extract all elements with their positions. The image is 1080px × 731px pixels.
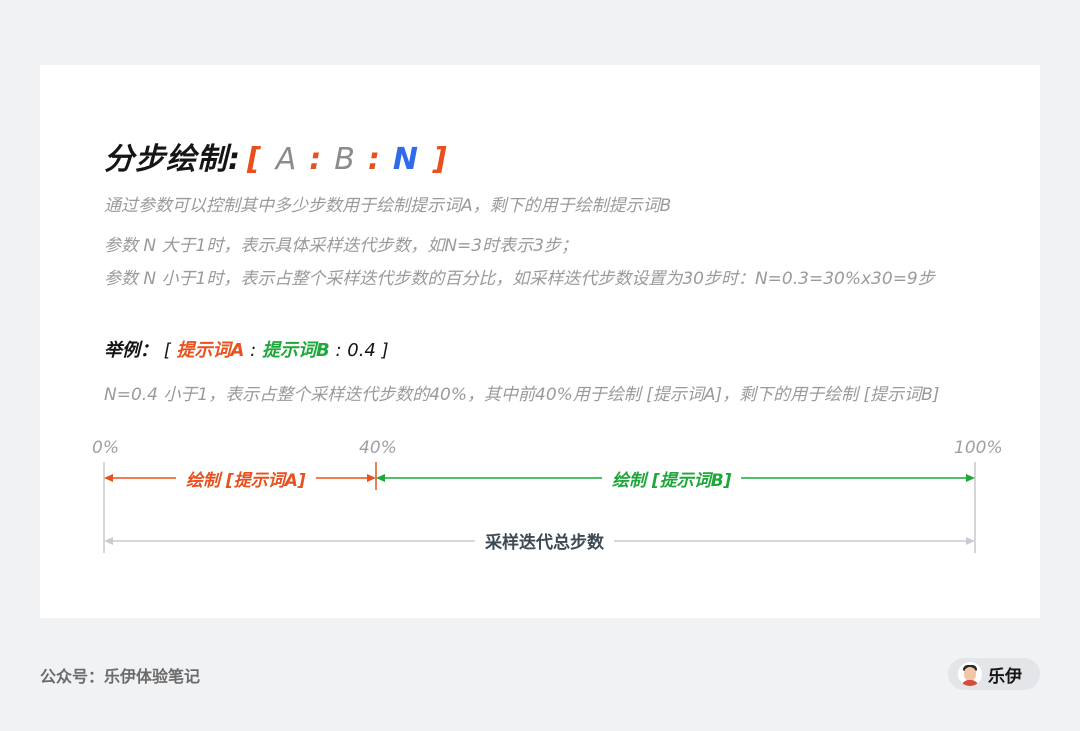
title-param-a: A [275, 142, 298, 177]
total-arrowhead-right [966, 537, 975, 545]
total-arrowhead-left [104, 537, 113, 545]
page-title: 分步绘制:[ A: B: N] [104, 134, 454, 178]
example-prompt-b: 提示词B [261, 340, 330, 361]
prompt-a-arrowhead-right [367, 474, 376, 482]
example-line: 举例： [ 提示词A : 提示词B : 0.4 ] [104, 336, 389, 362]
example-bracket-open: [ [163, 340, 171, 361]
prompt-b-arrowhead-left [376, 474, 385, 482]
prompt-b-arrowhead-right [966, 474, 975, 482]
footer-account: 公众号：乐伊体验笔记 [40, 667, 201, 686]
avatar-body [961, 680, 979, 686]
title-colon-2: : [367, 142, 381, 177]
example-value: : 0.4 [335, 340, 376, 361]
description-n-greater: 参数 N 大于1时，表示具体采样迭代步数，如N=3时表示3步； [104, 236, 578, 256]
example-explanation: N=0.4 小于1，表示占整个采样迭代步数的40%，其中前40%用于绘制 [提示… [104, 385, 940, 405]
tick-label-0: 0% [92, 438, 119, 458]
title-main: 分步绘制: [104, 142, 241, 177]
content-card [40, 65, 1040, 618]
tick-label-100: 100% [954, 438, 1003, 458]
title-colon-1: : [309, 142, 323, 177]
description-n-less: 参数 N 小于1时，表示占整个采样迭代步数的百分比，如采样迭代步数设置为30步时… [104, 269, 935, 289]
title-bracket-open: [ [247, 142, 262, 177]
author-name: 乐伊 [988, 666, 1022, 687]
avatar [958, 662, 982, 686]
segment-label-b: 绘制 [提示词B] [602, 466, 742, 491]
description-intro: 通过参数可以控制其中多少步数用于绘制提示词A，剩下的用于绘制提示词B [104, 196, 672, 216]
segment-label-a: 绘制 [提示词A] [176, 466, 316, 491]
title-param-n: N [392, 142, 419, 177]
avatar-face [964, 667, 976, 681]
prompt-a-arrowhead-left [104, 474, 113, 482]
total-steps-label: 采样迭代总步数 [475, 528, 614, 553]
example-bracket-close: ] [381, 340, 389, 361]
example-prompt-a: 提示词A [176, 340, 245, 361]
example-label: 举例： [104, 340, 158, 361]
title-bracket-close: ] [432, 142, 448, 177]
title-param-b: B [334, 142, 356, 177]
author-badge[interactable]: 乐伊 [948, 658, 1040, 690]
tick-label-40: 40% [359, 438, 397, 458]
example-separator: : [250, 340, 257, 361]
